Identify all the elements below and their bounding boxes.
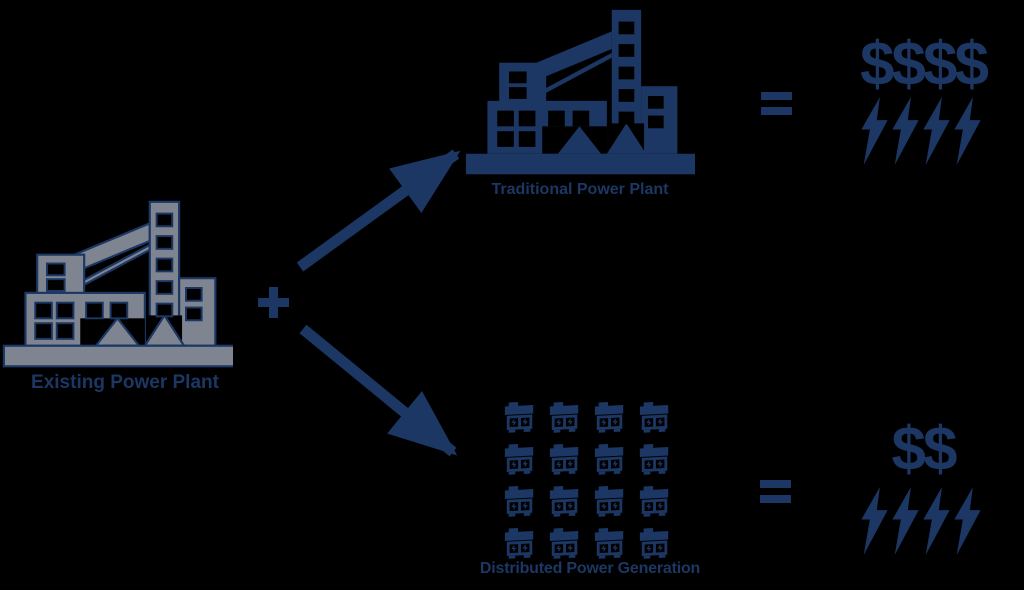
equals-bar	[760, 480, 791, 488]
generator-icon	[593, 442, 627, 476]
generator-icon	[638, 400, 672, 434]
arrow-to-distributed	[299, 324, 458, 457]
generator-icon	[593, 484, 627, 518]
generator-grid	[503, 400, 685, 568]
equals-sign-traditional	[761, 92, 792, 122]
generator-icon	[548, 484, 582, 518]
equals-bar	[761, 107, 792, 115]
traditional-plant-label: Traditional Power Plant	[491, 181, 669, 198]
traditional-plant-icon	[460, 2, 695, 188]
generator-icon	[638, 526, 672, 560]
generator-icon	[503, 400, 537, 434]
generator-icon	[503, 526, 537, 560]
equals-bar	[760, 495, 791, 503]
generator-icon	[503, 484, 537, 518]
equals-bar	[761, 92, 792, 100]
lightning-bolt-icon	[892, 97, 919, 165]
equals-sign-distributed	[760, 480, 791, 510]
lightning-bolt-icon	[861, 97, 888, 165]
cost-traditional: $$$$	[860, 30, 989, 99]
generator-icon	[593, 526, 627, 560]
lightning-bolt-icon	[892, 487, 919, 555]
lightning-bolt-icon	[923, 97, 950, 165]
cost-distributed: $$	[891, 415, 958, 484]
distributed-generation-label: Distributed Power Generation	[479, 560, 701, 577]
existing-plant-label: Existing Power Plant	[31, 372, 219, 393]
generator-icon	[548, 526, 582, 560]
generator-icon	[593, 400, 627, 434]
lightning-bolt-icon	[954, 97, 981, 165]
lightning-bolt-icon	[861, 487, 888, 555]
lightning-bolt-icon	[954, 487, 981, 555]
branch-arrows	[296, 149, 461, 457]
arrow-to-traditional	[296, 149, 461, 272]
generator-icon	[548, 442, 582, 476]
generator-icon	[548, 400, 582, 434]
generator-icon	[638, 484, 672, 518]
lightning-bolt-icon	[923, 487, 950, 555]
existing-plant-icon	[0, 194, 233, 380]
plus-icon	[258, 287, 289, 318]
generator-icon	[638, 442, 672, 476]
generator-icon	[503, 442, 537, 476]
energy-traditional	[861, 97, 981, 165]
energy-distributed	[861, 487, 981, 555]
